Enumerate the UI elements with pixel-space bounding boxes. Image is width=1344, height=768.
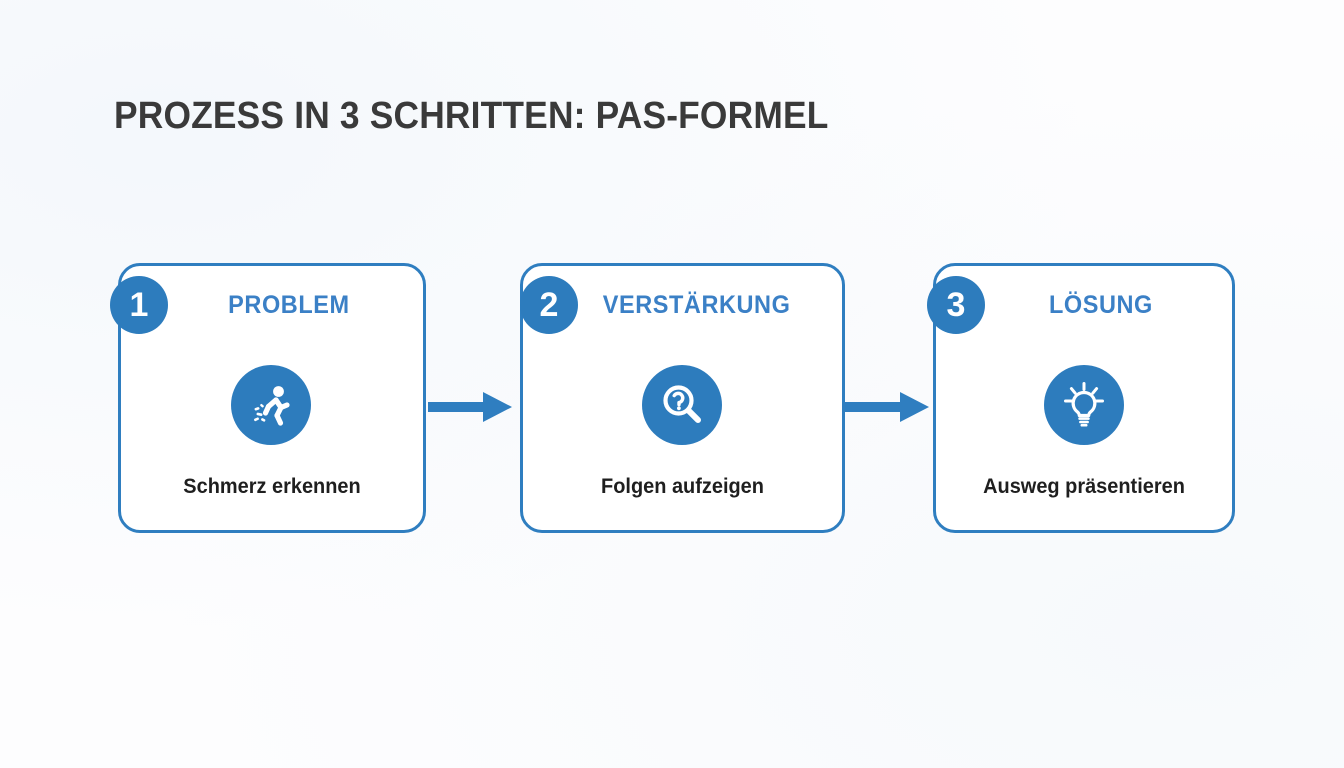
step-heading-1: PROBLEM [228, 291, 350, 319]
arrow-step1-to-step2-icon [428, 389, 514, 425]
page-title: PROZESS IN 3 SCHRITTEN: PAS-FORMEL [114, 95, 829, 137]
lightbulb-icon [1044, 365, 1124, 445]
step-caption-1: Schmerz erkennen [183, 475, 361, 498]
step-caption-3: Ausweg präsentieren [983, 475, 1185, 498]
arrow-step2-to-step3-icon [845, 389, 931, 425]
step-caption-2: Folgen aufzeigen [601, 475, 764, 498]
running-person-pain-icon [231, 365, 311, 445]
step-heading-3: LÖSUNG [1048, 291, 1153, 319]
step-heading-2: VERSTÄRKUNG [602, 291, 791, 319]
process-steps-row: PROBLEM [0, 263, 1344, 535]
step-number-badge-1: 1 [110, 276, 168, 334]
magnifier-question-icon [642, 365, 722, 445]
step-number-badge-3: 3 [927, 276, 985, 334]
step-number-badge-2: 2 [520, 276, 578, 334]
